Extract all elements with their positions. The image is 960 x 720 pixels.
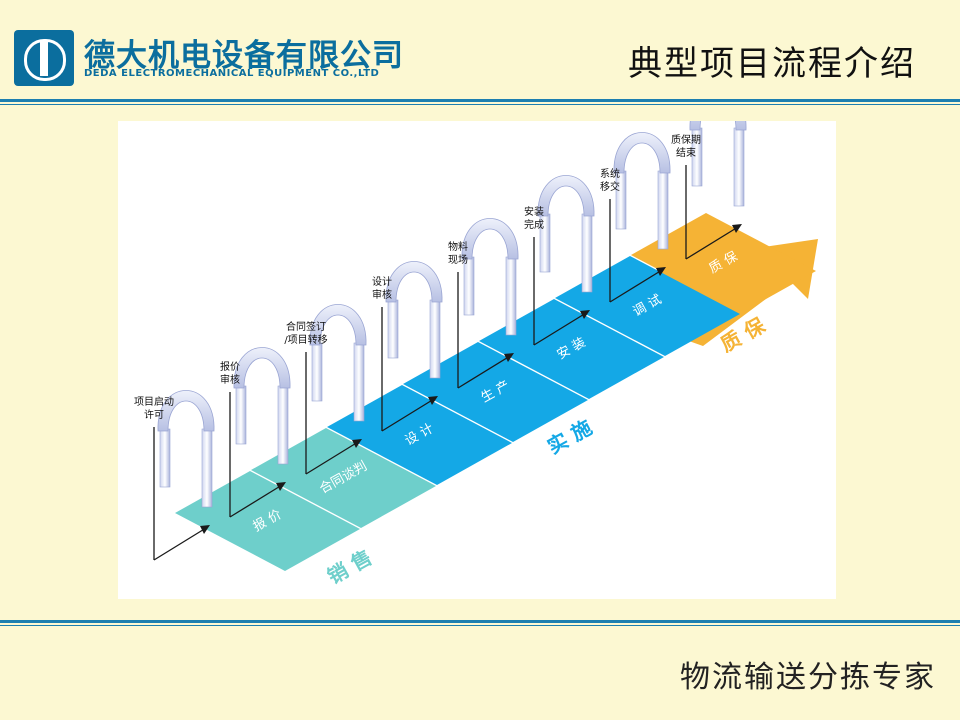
step-band-7: [631, 213, 816, 313]
arrowhead-3: [352, 439, 362, 448]
milestone-label-2-line2: 审核: [220, 373, 240, 386]
arrowhead-1: [200, 525, 210, 534]
milestone-arrow-1: [153, 527, 207, 561]
arch-6: [537, 175, 595, 293]
arch-pillar-right: [353, 342, 365, 422]
company-logo: [14, 30, 74, 86]
arch-pillar-left: [387, 299, 399, 359]
milestone-arrow-3: [305, 441, 359, 475]
milestone-label-6-line1: 安装: [524, 205, 544, 218]
step-band-4: [403, 342, 588, 442]
arch-4: [385, 261, 443, 379]
arrowhead-2: [276, 482, 286, 491]
footer-slogan: 物流输送分拣专家: [680, 660, 936, 695]
step-band-3: [327, 385, 512, 485]
milestone-label-6-line2: 完成: [524, 218, 544, 231]
milestone-label-8-line1: 质保期: [671, 133, 701, 146]
company-name-en: DEDA ELECTROMECHANICAL EQUIPMENT CO.,LTD: [84, 68, 380, 79]
arch-top: [537, 175, 595, 217]
milestone-label-4-line2: 审核: [372, 288, 392, 301]
arch-pillar-right: [733, 127, 745, 207]
arch-pillar-right: [277, 385, 289, 465]
arch-3: [309, 304, 367, 422]
arch-pillar-left: [235, 385, 247, 445]
arrowhead-7: [656, 267, 666, 276]
milestone-label-1-line2: 许可: [144, 409, 164, 421]
milestone-label-1-line1: 项目启动: [134, 395, 174, 408]
arch-pillar-left: [311, 342, 323, 402]
footer-divider-thin: [0, 625, 960, 626]
arch-5: [461, 218, 519, 336]
arch-2: [233, 347, 291, 465]
arch-top: [233, 347, 291, 389]
process-diagram: 报 价合同谈判设 计生 产安 装调 试质 保项目启动许可报价审核合同签订/项目转…: [118, 89, 836, 599]
milestone-arrow-8: [685, 226, 739, 260]
step-band-6: [555, 256, 740, 356]
arch-top: [385, 261, 443, 303]
arch-top: [157, 390, 215, 432]
milestone-label-3-line2: /项目转移: [284, 333, 327, 346]
header-divider-thin: [0, 104, 960, 105]
milestone-label-8-line2: 结束: [676, 146, 696, 159]
header: 德大机电设备有限公司 DEDA ELECTROMECHANICAL EQUIPM…: [0, 0, 960, 100]
arrowhead-5: [504, 353, 514, 362]
step-band-5: [479, 299, 664, 399]
milestone-label-2-line1: 报价: [220, 360, 240, 373]
arch-pillar-right: [429, 299, 441, 379]
arch-1: [157, 390, 215, 508]
arch-pillar-right: [201, 428, 213, 508]
arrowhead-8: [732, 224, 742, 233]
arch-pillar-right: [657, 170, 669, 250]
arrowhead-4: [428, 396, 438, 405]
arch-top: [689, 89, 747, 131]
page-title: 典型项目流程介绍: [628, 44, 916, 84]
phase-label-2: 实 施: [543, 415, 596, 459]
arch-8: [689, 89, 747, 207]
company-name-cn: 德大机电设备有限公司: [84, 38, 404, 74]
milestone-arrow-4: [381, 398, 435, 432]
milestone-label-7-line2: 移交: [600, 180, 620, 193]
arch-7: [613, 132, 671, 250]
milestone-arrow-6: [533, 312, 587, 346]
milestone-arrow-5: [457, 355, 511, 389]
arch-top: [613, 132, 671, 174]
arch-top: [461, 218, 519, 260]
milestone-label-7-line1: 系统: [600, 167, 620, 180]
milestone-label-3-line1: 合同签订: [286, 320, 326, 333]
milestone-label-4-line1: 设计: [372, 275, 392, 288]
milestone-arrow-7: [609, 269, 663, 303]
arch-pillar-right: [505, 256, 517, 336]
header-divider: [0, 99, 960, 102]
arrowhead-6: [580, 310, 590, 319]
arch-pillar-left: [159, 428, 171, 488]
step-band-1: [175, 471, 360, 571]
footer-divider: [0, 620, 960, 623]
milestone-label-5-line1: 物料: [448, 240, 468, 253]
arch-pillar-right: [581, 213, 593, 293]
arch-top: [309, 304, 367, 346]
milestone-label-5-line2: 现场: [448, 253, 468, 266]
step-band-2: [251, 428, 436, 528]
phase-label-1: 销 售: [323, 545, 376, 589]
milestone-arrow-2: [229, 484, 283, 518]
